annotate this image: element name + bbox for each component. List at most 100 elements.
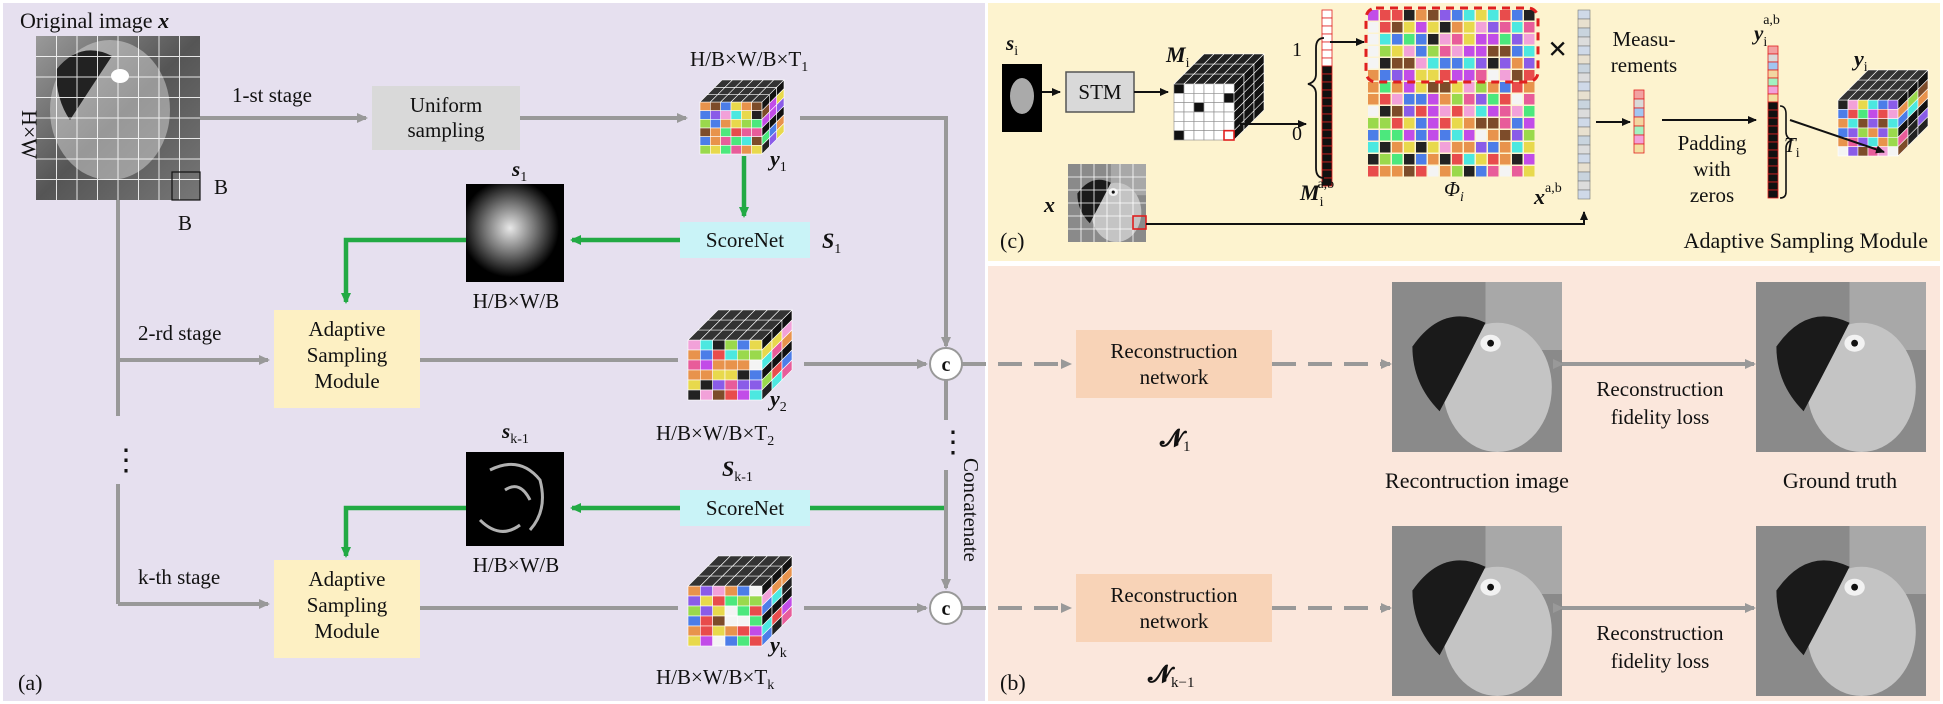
stm-box (1065, 71, 1135, 113)
phi-label: Φi (1444, 177, 1464, 205)
y2-label: y2 (767, 386, 787, 415)
arrow-x-to-vector (1146, 211, 1588, 225)
yi-label: yi (1851, 46, 1868, 75)
si-score-map-blob (1010, 78, 1034, 114)
panel-b-label: (b) (1000, 670, 1026, 695)
y1-label: y1 (767, 146, 787, 175)
panel-b: Reconstruction network 𝓝1 Reconstruction… (962, 282, 1926, 697)
recon-k-line-2: network (1140, 609, 1209, 633)
reconstructed-image-k (1392, 526, 1562, 697)
xab-label: xa,b (1533, 181, 1562, 209)
original-parrot-image (36, 36, 201, 201)
asm-box-2 (274, 310, 420, 408)
y2-dims-label: H/B×W/B×T2 (656, 421, 774, 449)
sampling-matrix-Phi (1368, 10, 1535, 177)
stage1-label: 1-st stage (232, 83, 312, 107)
sk1-dims-label: H/B×W/B (473, 553, 560, 577)
measurement-vector-yiab (1767, 45, 1779, 199)
y1-dims-label: H/B×W/B×T1 (690, 47, 808, 75)
concat-node-k-label: c (942, 598, 951, 620)
uniform-sampling-label-2: sampling (408, 118, 485, 142)
arrow-sk1-to-asm (341, 505, 466, 558)
padding-line-3: zeros (1690, 183, 1734, 207)
ground-truth-image-k (1756, 526, 1926, 697)
uniform-sampling-label-1: Uniform (410, 93, 482, 117)
arrow-yiab-to-yi (1789, 119, 1885, 154)
asm-k-line-1: Adaptive (309, 567, 386, 591)
dim-hw-label: H×W (17, 110, 42, 159)
panel-c-label: (c) (1000, 228, 1024, 253)
concat-node-1-label: c (942, 354, 951, 376)
phi-selected-rows (1364, 6, 1540, 84)
panel-c: si STM Mi 1 0 Mia,b Φi × xa,b x Measu- r… (1000, 6, 1929, 253)
asm-k-line-3: Module (314, 619, 379, 643)
measurement-cube-yi (1837, 69, 1929, 157)
asm-box-k (274, 560, 420, 658)
fidelity-loss-k-line-1: Reconstruction (1596, 621, 1724, 645)
Ti-brace (1779, 105, 1795, 199)
scorenet-box-1 (680, 222, 810, 258)
fidelity-loss-1-line-2: fidelity loss (1611, 405, 1710, 429)
scorenet-box-2 (680, 490, 810, 526)
mask-vector-Miab (1321, 9, 1333, 187)
stm-label: STM (1078, 80, 1122, 104)
Mi-label: Mi (1165, 42, 1190, 71)
recon-image-caption: Recontruction image (1385, 468, 1569, 493)
block-size-right-label: B (214, 175, 228, 199)
padding-line-2: with (1693, 157, 1731, 181)
panel-a-label: (a) (18, 670, 42, 695)
recon-network-box-1 (1076, 330, 1272, 398)
ground-truth-image-1 (1756, 282, 1926, 452)
asm-2-line-3: Module (314, 369, 379, 393)
mask-brace (1307, 37, 1325, 179)
uniform-sampling-box (372, 86, 520, 150)
score-map-s1 (466, 184, 564, 282)
measurements-line-2: rements (1611, 53, 1677, 77)
recon-1-line-2: network (1140, 365, 1209, 389)
sk1-label: sk-1 (501, 419, 529, 447)
measurements-line-1: Measu- (1613, 27, 1676, 51)
measurement-cube-y2 (687, 309, 793, 401)
concat-ellipsis: ⋮ (938, 426, 968, 459)
reconstructed-image-1 (1392, 282, 1562, 452)
yk-label: yk (767, 632, 787, 661)
score-map-sk1-texture (478, 462, 544, 533)
Miab-label: Mia,b (1299, 177, 1334, 210)
recon-1-line-1: Reconstruction (1110, 339, 1238, 363)
scorenet-1-label: ScoreNet (706, 228, 784, 252)
measurement-cube-yk (687, 555, 793, 647)
scorenet-2-label: ScoreNet (706, 496, 784, 520)
zero-label: 0 (1292, 123, 1302, 145)
si-label: si (1005, 31, 1018, 59)
panel-a: Original image x H×W B B 1-st stage Unif… (17, 8, 983, 695)
original-image-label: Original image x (20, 8, 169, 33)
fidelity-loss-1-line-1: Reconstruction (1596, 377, 1724, 401)
stagek-label: k-th stage (138, 565, 220, 589)
measurement-cube-y1 (699, 79, 785, 155)
block-size-bottom-label: B (178, 211, 192, 235)
s1-dims-label: H/B×W/B (473, 289, 560, 313)
ground-truth-caption: Ground truth (1783, 468, 1897, 493)
asm-2-line-2: Sampling (307, 343, 388, 367)
asm-k-line-2: Sampling (307, 593, 388, 617)
x-label: x (1043, 192, 1055, 217)
S1-label: S1 (822, 228, 841, 257)
block-vector-xab (1577, 9, 1591, 200)
times-symbol: × (1548, 31, 1567, 68)
fidelity-loss-k-line-2: fidelity loss (1611, 649, 1710, 673)
mask-cube-Mi (1173, 53, 1265, 141)
concatenate-label: Concatenate (959, 458, 983, 562)
stage-ellipsis: ⋮ (111, 444, 141, 477)
arrow-y1-to-concat1 (800, 116, 951, 348)
measurement-vector (1633, 89, 1645, 154)
s1-label: s1 (511, 157, 527, 185)
yiab-label: yia,b (1751, 13, 1780, 50)
arrow-s1-to-asm (341, 237, 466, 304)
asm-2-line-1: Adaptive (309, 317, 386, 341)
padding-line-1: Padding (1678, 131, 1747, 155)
input-image-x-small (1068, 164, 1147, 242)
one-label: 1 (1292, 39, 1302, 61)
panel-c-title: Adaptive Sampling Module (1684, 228, 1928, 253)
Sk1-label: Sk-1 (722, 456, 753, 485)
recon-k-line-1: Reconstruction (1110, 583, 1238, 607)
